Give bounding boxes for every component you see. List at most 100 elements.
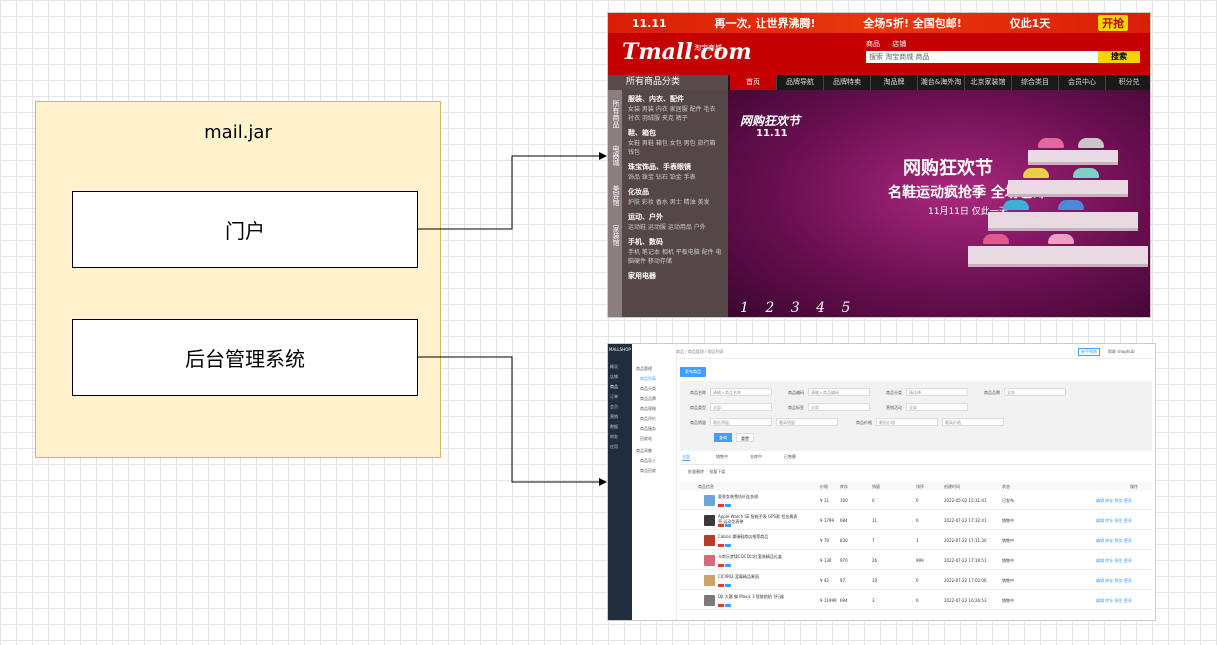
cell-sales: 26 xyxy=(872,558,878,563)
cell-time: 2022-07-22 17:02:06 xyxy=(944,578,987,583)
cell-stock: 830 xyxy=(840,538,848,543)
cell-stock: 694 xyxy=(840,598,848,603)
side-tab: 电器城 xyxy=(612,145,620,166)
filter-input: 全部 xyxy=(710,403,772,411)
portal-node: 门户 xyxy=(72,191,418,268)
cell-sales: 7 xyxy=(872,538,875,543)
product-tags xyxy=(718,543,732,548)
product-tag xyxy=(718,584,724,587)
submenu-item: 回收站 xyxy=(640,436,652,441)
category-title: 家用电器 xyxy=(628,272,656,280)
promo-item: 全场5折! 全国包邮! xyxy=(863,17,962,30)
filter-label: 商品编码 xyxy=(788,390,804,395)
sidebar-item: 概况 xyxy=(610,364,618,369)
category-item: 手机、数码手机 笔记本 相机 平板电脑 配件 电脑硬件 移动存储 xyxy=(622,233,728,267)
promo-item: 再一次, 让世界沸腾! xyxy=(714,17,816,30)
cell-sort: 999 xyxy=(916,558,924,563)
sidebar-item: 店铺 xyxy=(610,374,618,379)
sidebar-item: 营销 xyxy=(610,414,618,419)
filter-label: 商品标签 xyxy=(788,405,804,410)
product-tag xyxy=(725,564,731,567)
cell-stock: 970 xyxy=(840,558,848,563)
product-tag xyxy=(725,524,731,527)
cell-stock: 100 xyxy=(840,498,848,503)
cell-sales: 0 xyxy=(872,498,875,503)
column-header: 状态 xyxy=(1002,484,1010,489)
pager-item: 4 xyxy=(816,300,826,316)
banner-subtitle: 名鞋运动疯抢季 全场包邮 xyxy=(888,185,1047,201)
pager-item: 5 xyxy=(841,300,851,316)
filter-panel: 商品名称 请输入商品名称 商品编码 请输入商品编码 商品分类 请选择 商品品牌 … xyxy=(680,381,1152,451)
admin-submenu: 商品管理 商品列表 商品分类 商品品牌 商品规格 商品评价 商品服务 回收站 商… xyxy=(632,344,677,620)
row-actions: 编辑 库存 预览 更多 xyxy=(1096,578,1132,583)
submenu-item: 商品品牌 xyxy=(640,396,656,401)
nav-link: 淘品牌 xyxy=(870,75,917,90)
category-title: 化妆品 xyxy=(628,188,649,196)
bulk-actions: 批量删除 批量下架 xyxy=(688,469,729,475)
status-tab: 仓库中 xyxy=(750,454,762,459)
jar-container: mail.jar xyxy=(35,101,441,458)
filter-input: 全部 xyxy=(808,403,870,411)
shoe-image xyxy=(1073,168,1099,178)
side-tab: 所有商品 xyxy=(612,100,620,128)
side-tab: 家装馆 xyxy=(612,225,620,246)
category-title: 服装、内衣、配件 xyxy=(628,95,684,103)
nav-links: 首页 品牌导航 品牌特卖 淘品牌 潮台&海外淘 北京家装馆 综合类目 会员中心 … xyxy=(730,75,1150,90)
product-tags xyxy=(718,583,732,588)
column-header: 价格 xyxy=(820,484,828,489)
nav-link: 潮台&海外淘 xyxy=(917,75,964,90)
admin-node: 后台管理系统 xyxy=(72,319,418,396)
promo-banner: 网购狂欢节 11.11 网购狂欢节 名鞋运动疯抢季 全场包邮 11月11日 仅此… xyxy=(728,90,1150,317)
promo-bar: 11.11 再一次, 让世界沸腾! 全场5折! 全国包邮! 仅此1天 开抢 xyxy=(608,13,1150,33)
submenu-item: 商品管理 xyxy=(636,366,652,371)
cell-sales: 3 xyxy=(872,598,875,603)
sidebar-item: 应用 xyxy=(610,444,618,449)
add-product-button: 发布商品 xyxy=(680,367,706,377)
category-item: 运动、户外运动鞋 运动服 运动用品 户外 xyxy=(622,208,728,233)
cell-sort: 0 xyxy=(916,578,919,583)
filter-label: 商品销量 xyxy=(690,420,706,425)
cell-sort: 0 xyxy=(916,518,919,523)
category-links: 运动鞋 运动服 运动用品 户外 xyxy=(628,224,706,231)
cell-sales: 11 xyxy=(872,518,878,523)
shoe-shelf xyxy=(1008,180,1128,197)
nav-link: 综合类目 xyxy=(1011,75,1058,90)
column-header: 排序 xyxy=(916,484,924,489)
product-tags xyxy=(718,563,732,568)
nav-link: 品牌特卖 xyxy=(823,75,870,90)
table-row: Apple Watch SE 智能手表 GPS款 铝金属表壳 运动型表带¥ 17… xyxy=(680,512,1152,530)
status-tab: 已售罄 xyxy=(784,454,796,459)
sidebar-item: 会员 xyxy=(610,404,618,409)
tmall-screenshot: 11.11 再一次, 让世界沸腾! 全场5折! 全国包邮! 仅此1天 开抢 Tm… xyxy=(607,12,1151,318)
admin-arrow xyxy=(418,356,607,486)
cell-sort: 0 xyxy=(916,598,919,603)
banner-logo-date: 11.11 xyxy=(756,128,788,139)
submenu-item: 商品评价 xyxy=(640,416,656,421)
filter-input: 全部 xyxy=(1004,388,1066,396)
category-links: 女鞋 男鞋 箱包 女包 男包 旅行箱 钱包 xyxy=(628,140,716,156)
category-title: 珠宝饰品、手表眼镜 xyxy=(628,163,691,171)
product-thumbnail xyxy=(704,555,715,566)
search-tab: 店铺 xyxy=(892,40,907,48)
category-title: 手机、数码 xyxy=(628,238,663,246)
row-actions: 编辑 库存 预览 更多 xyxy=(1096,538,1132,543)
promo-item: 11.11 xyxy=(631,16,667,30)
cell-status: 销售中 xyxy=(1002,538,1014,543)
shoe-shelf xyxy=(1028,150,1118,165)
banner-title: 网购狂欢节 xyxy=(903,158,993,179)
product-thumbnail xyxy=(704,595,715,606)
nav-link: 会员中心 xyxy=(1058,75,1105,90)
query-button: 查询 xyxy=(714,433,732,442)
product-name: CICI902 蓝莓精品果园 xyxy=(718,574,759,579)
column-header: 商品信息 xyxy=(698,484,714,489)
cell-time: 2022-07-22 16:26:53 xyxy=(944,598,987,603)
shoe-image xyxy=(1058,200,1084,210)
category-links: 饰品 珠宝 钻石 铂金 手表 xyxy=(628,174,696,181)
row-actions: 编辑 库存 预览 更多 xyxy=(1096,558,1132,563)
product-name: 夏季女装雪纺衫连衣裙 xyxy=(718,494,758,499)
banner-logo: 网购狂欢节 xyxy=(740,114,801,128)
cell-status: 销售中 xyxy=(1002,598,1014,603)
